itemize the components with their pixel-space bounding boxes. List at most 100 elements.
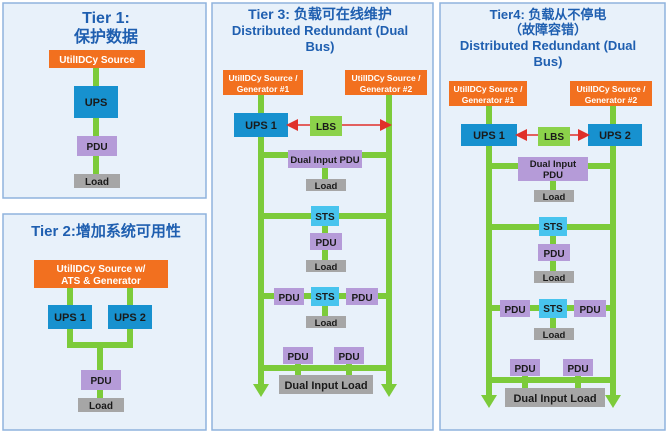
tier4-dual-pdu-label-1: Dual Input xyxy=(530,159,577,170)
tier3-pdu-box-bottom-right xyxy=(334,347,364,364)
tier1-load-label: Load xyxy=(85,177,109,188)
tier4-source2-box xyxy=(570,81,652,106)
tier4-load-label-2: Load xyxy=(543,273,566,284)
tier2-pdu-label: PDU xyxy=(90,376,111,387)
tier2-load-label: Load xyxy=(89,401,113,412)
tier4-panel xyxy=(439,2,666,431)
tier3-source2-label-1: UtilIDCy Source / xyxy=(352,73,422,83)
tier4-load-label-3: Load xyxy=(543,330,566,341)
tier4-pdu-label-bottom-right: PDU xyxy=(567,364,588,375)
tier3-pdu-label-bottom-left: PDU xyxy=(287,352,308,363)
tier4-pdu-box-bottom-left xyxy=(510,359,540,376)
tier4-sts-label-2: STS xyxy=(543,304,563,315)
tier3-load-label-1: Load xyxy=(315,181,338,192)
tier3-subtitle-1: Distributed Redundant (Dual xyxy=(232,23,408,38)
tier4-load-box-3 xyxy=(534,328,574,340)
tier3-pdu-label-right: PDU xyxy=(351,293,372,304)
tier4-source1-label-1: UtilIDCy Source / xyxy=(454,84,524,94)
tier2-pdu-box xyxy=(81,370,121,390)
tier2-ups1-label: UPS 1 xyxy=(54,312,86,324)
tier4-dual-pdu-box xyxy=(518,157,588,181)
tier1-source-box xyxy=(49,50,145,68)
tier4-dual-load-box xyxy=(505,388,605,407)
tier3-lbs-box xyxy=(310,116,342,136)
tier3-dual-load-label: Dual Input Load xyxy=(284,380,367,392)
tier4-pdu-box-left xyxy=(500,300,530,317)
tier4-ups1-box xyxy=(461,124,517,146)
tier3-pdu-label-1: PDU xyxy=(315,238,336,249)
tier1-ups-box xyxy=(74,86,118,118)
tier3-sts-label-2: STS xyxy=(315,292,335,303)
tier4-load-label-1: Load xyxy=(543,192,566,203)
tier3-bus-a-arrow xyxy=(253,384,269,397)
tier3-dual-pdu-label: Dual Input PDU xyxy=(290,155,359,166)
tier4-title: Tier4: 负载从不停电 xyxy=(490,7,607,22)
tier3-pdu-box-1 xyxy=(310,233,342,250)
tier1-source-label: UtilIDCy Source xyxy=(59,55,135,66)
tier3-sts-box-2 xyxy=(311,287,339,306)
tier4-pdu-box-right xyxy=(574,300,606,317)
tier4-bus-a-arrow xyxy=(481,395,497,408)
tier3-source2-label-2: Generator #2 xyxy=(360,84,413,94)
tier3-load-box-1 xyxy=(306,179,346,191)
tier4-sts-label-1: STS xyxy=(543,222,563,233)
tier1-pdu-box xyxy=(77,136,117,156)
tier1-subtitle: 保护数据 xyxy=(73,27,138,46)
tier4-load-box-2 xyxy=(534,271,574,283)
tier4-ups1-label: UPS 1 xyxy=(473,130,505,142)
tier2-source-box xyxy=(34,260,168,288)
tier3-dual-pdu-box xyxy=(288,150,362,168)
tier1-ups-label: UPS xyxy=(85,97,108,109)
tier3-load-label-3: Load xyxy=(315,318,338,329)
tier4-source1-box xyxy=(449,81,527,106)
tier3-subtitle-2: Bus) xyxy=(306,39,335,54)
tier3-source1-label-2: Generator #1 xyxy=(237,84,290,94)
tier4-pdu-label-1: PDU xyxy=(543,249,564,260)
tier1-load-box xyxy=(74,174,120,188)
tier2-ups1-box xyxy=(48,305,92,329)
tier3-sts-box-1 xyxy=(311,206,339,226)
tier3-pdu-box-left xyxy=(274,288,304,305)
tier4-source2-label-2: Generator #2 xyxy=(585,95,638,105)
tier4-pdu-label-right: PDU xyxy=(579,305,600,316)
tier3-pdu-box-right xyxy=(346,288,378,305)
tier3-ups1-box xyxy=(234,113,288,137)
tier2-ups2-box xyxy=(108,305,152,329)
tier3-bus-b-arrow xyxy=(381,384,397,397)
tier4-subtitle-2: Bus) xyxy=(534,54,563,69)
tier3-source2-box xyxy=(345,70,427,95)
tier3-pdu-label-bottom-right: PDU xyxy=(338,352,359,363)
tier2-ups2-label: UPS 2 xyxy=(114,312,146,324)
tier2-load-box xyxy=(78,398,124,412)
tier4-subtitle-1: Distributed Redundant (Dual xyxy=(460,38,636,53)
tier4-subtitle-cn: （故障容错） xyxy=(509,22,587,37)
tier4-dual-pdu-label-2: PDU xyxy=(543,170,563,181)
tier4-source1-label-2: Generator #1 xyxy=(462,95,515,105)
tier4-load-box-1 xyxy=(534,190,574,202)
tier3-source1-label-1: UtilIDCy Source / xyxy=(229,73,299,83)
tier3-lbs-label: LBS xyxy=(316,122,336,133)
tier3-title: Tier 3: 负载可在线维护 xyxy=(248,6,392,22)
tier3-load-label-2: Load xyxy=(315,262,338,273)
tier2-panel xyxy=(2,213,207,431)
tier4-source2-label-1: UtilIDCy Source / xyxy=(577,84,647,94)
tier3-load-box-3 xyxy=(306,316,346,328)
tier3-dual-load-box xyxy=(279,375,373,394)
tier2-source-label-1: UtilIDCy Source w/ xyxy=(57,264,146,275)
tier3-load-box-2 xyxy=(306,260,346,272)
tier4-dual-load-label: Dual Input Load xyxy=(513,393,596,405)
tier4-lbs-box xyxy=(538,127,570,146)
tier4-lbs-label: LBS xyxy=(544,132,564,143)
tier1-pdu-label: PDU xyxy=(86,142,107,153)
tier2-source-label-2: ATS & Generator xyxy=(61,276,141,287)
tier2-title: Tier 2:增加系统可用性 xyxy=(31,222,181,240)
tier4-pdu-box-bottom-right xyxy=(563,359,593,376)
tier4-pdu-box-1 xyxy=(538,244,570,261)
tier3-sts-label-1: STS xyxy=(315,212,335,223)
tier1-title: Tier 1: xyxy=(82,10,130,27)
tier3-ups1-label: UPS 1 xyxy=(245,120,277,132)
tier4-pdu-label-bottom-left: PDU xyxy=(514,364,535,375)
tier4-pdu-label-left: PDU xyxy=(504,305,525,316)
tier4-sts-box-2 xyxy=(539,299,567,318)
